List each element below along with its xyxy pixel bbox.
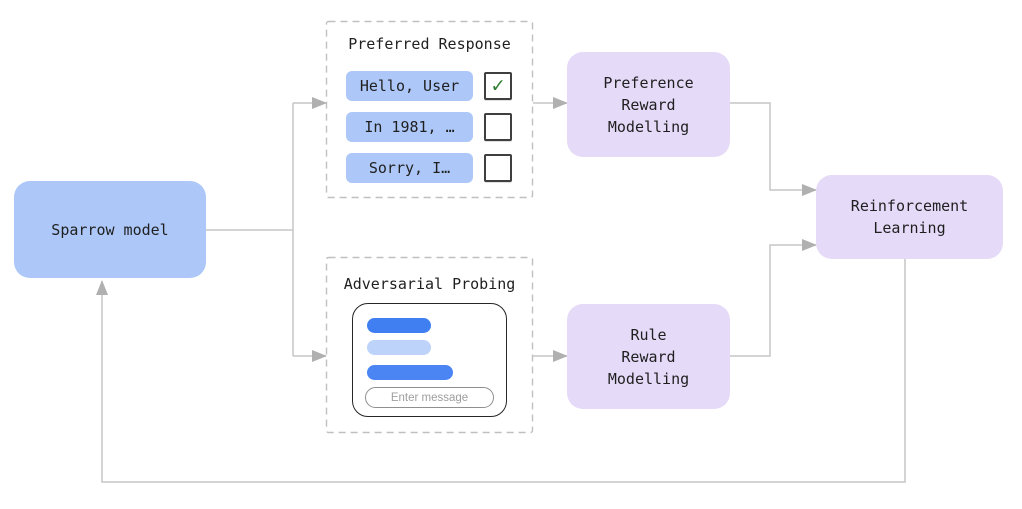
arrow-rl-feedback-to-sparrow [96, 259, 906, 483]
chat-bubble [367, 318, 431, 333]
checkbox-checked[interactable]: ✓ [484, 72, 512, 100]
preference-reward-modelling-label: Preference Reward Modelling [603, 73, 694, 136]
preferred-response-panel: Preferred Response Hello, User ✓ In 1981… [326, 21, 533, 198]
response-option-row: In 1981, … [346, 112, 512, 142]
chat-bubble [367, 365, 453, 380]
chat-message-input[interactable] [365, 387, 494, 408]
response-option-label: In 1981, … [364, 118, 455, 136]
response-option-label: Sorry, I… [368, 159, 451, 177]
sparrow-model-node: Sparrow model [14, 181, 206, 278]
connector-sparrow-branch [206, 103, 294, 356]
rule-reward-modelling-node: Rule Reward Modelling [567, 304, 730, 409]
checkbox-unchecked[interactable] [484, 113, 512, 141]
chat-bubble [367, 340, 431, 355]
rule-reward-modelling-label: Rule Reward Modelling [607, 325, 690, 388]
check-icon: ✓ [491, 72, 505, 97]
preferred-response-title: Preferred Response [348, 35, 511, 53]
sparrow-model-label: Sparrow model [51, 220, 169, 239]
reinforcement-learning-label: Reinforcement Learning [850, 197, 969, 237]
response-option-row: Hello, User ✓ [346, 71, 512, 101]
response-option-hello[interactable]: Hello, User [346, 71, 473, 101]
preference-reward-modelling-node: Preference Reward Modelling [567, 52, 730, 157]
response-option-in1981[interactable]: In 1981, … [346, 112, 473, 142]
response-option-row: Sorry, I… [346, 153, 512, 183]
response-option-label: Hello, User [359, 77, 460, 95]
adversarial-probing-title: Adversarial Probing [343, 275, 516, 293]
arrow-rule-rm-to-rl [730, 239, 817, 357]
checkbox-unchecked[interactable] [484, 154, 512, 182]
response-option-sorry[interactable]: Sorry, I… [346, 153, 473, 183]
adversarial-probing-panel: Adversarial Probing [326, 257, 533, 433]
chat-window-mockup [352, 303, 507, 417]
arrow-preference-rm-to-rl [730, 102, 817, 196]
reinforcement-learning-node: Reinforcement Learning [816, 175, 1003, 259]
